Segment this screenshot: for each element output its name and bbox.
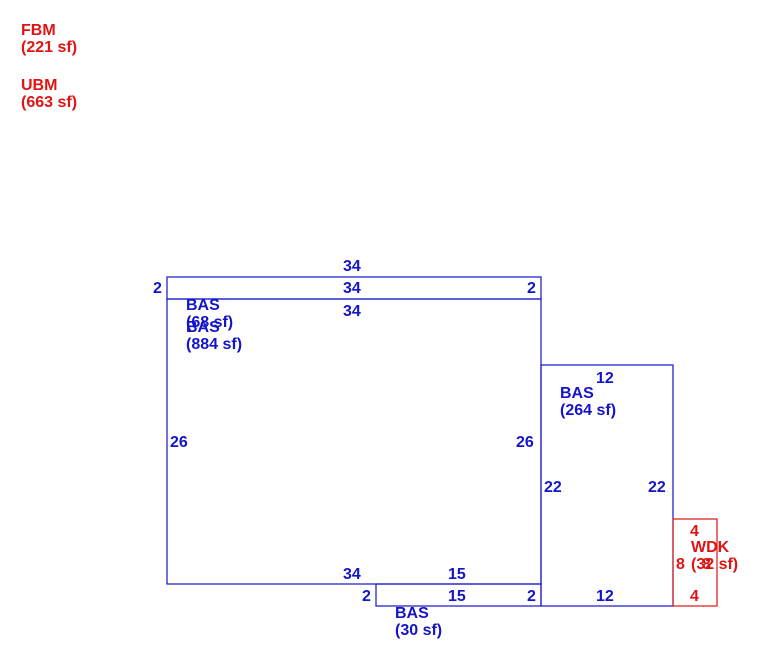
dim-bottom: 15 xyxy=(448,588,466,605)
dim-top: 15 xyxy=(448,566,466,583)
dim-top: 4 xyxy=(690,523,699,540)
legend-fbm-code: FBM xyxy=(21,22,56,39)
area-size: (32 sf) xyxy=(691,556,738,573)
area-code: BAS xyxy=(560,385,594,402)
dim-left: 2 xyxy=(362,588,371,605)
dim-left: 8 xyxy=(676,556,685,573)
area-bas-right-outline xyxy=(540,364,674,607)
dim-bottom: 12 xyxy=(596,588,614,605)
dim-left: 22 xyxy=(544,479,562,496)
dim-bottom: 34 xyxy=(343,280,361,297)
dim-right: 22 xyxy=(648,479,666,496)
legend: FBM (221 sf) UBM (663 sf) xyxy=(21,22,77,111)
area-bas-bump: 15 15 2 2 BAS (30 sf) xyxy=(362,566,542,639)
area-bas-bump-outline xyxy=(375,583,542,607)
area-size: (264 sf) xyxy=(560,402,616,419)
dim-right: 2 xyxy=(527,588,536,605)
dim-left: 2 xyxy=(153,280,162,297)
area-size: (884 sf) xyxy=(186,336,242,353)
area-code: BAS xyxy=(395,605,429,622)
dim-right: 26 xyxy=(516,434,534,451)
dim-left: 26 xyxy=(170,434,188,451)
legend-ubm-code: UBM xyxy=(21,77,57,94)
area-wdk-outline xyxy=(672,518,718,607)
legend-fbm-area: (221 sf) xyxy=(21,39,77,56)
dim-top: 34 xyxy=(343,303,361,320)
area-size: (30 sf) xyxy=(395,622,442,639)
area-bas-right: 12 12 22 22 BAS (264 sf) xyxy=(540,364,674,607)
dim-top: 12 xyxy=(596,370,614,387)
area-size: (68 sf) xyxy=(186,314,233,331)
area-code: WDK xyxy=(691,539,730,556)
area-code: BAS xyxy=(186,297,220,314)
legend-ubm-area: (663 sf) xyxy=(21,94,77,111)
dim-top: 34 xyxy=(343,258,361,275)
dim-right: 8 xyxy=(702,556,711,573)
dim-bottom: 34 xyxy=(343,566,361,583)
dim-bottom: 4 xyxy=(690,588,699,605)
area-bas-main: 34 34 26 26 BAS (884 sf) xyxy=(166,298,542,585)
area-code: BAS xyxy=(186,319,220,336)
area-wdk-deck: 4 4 8 8 WDK (32 sf) xyxy=(672,518,738,607)
dim-right: 2 xyxy=(527,280,536,297)
